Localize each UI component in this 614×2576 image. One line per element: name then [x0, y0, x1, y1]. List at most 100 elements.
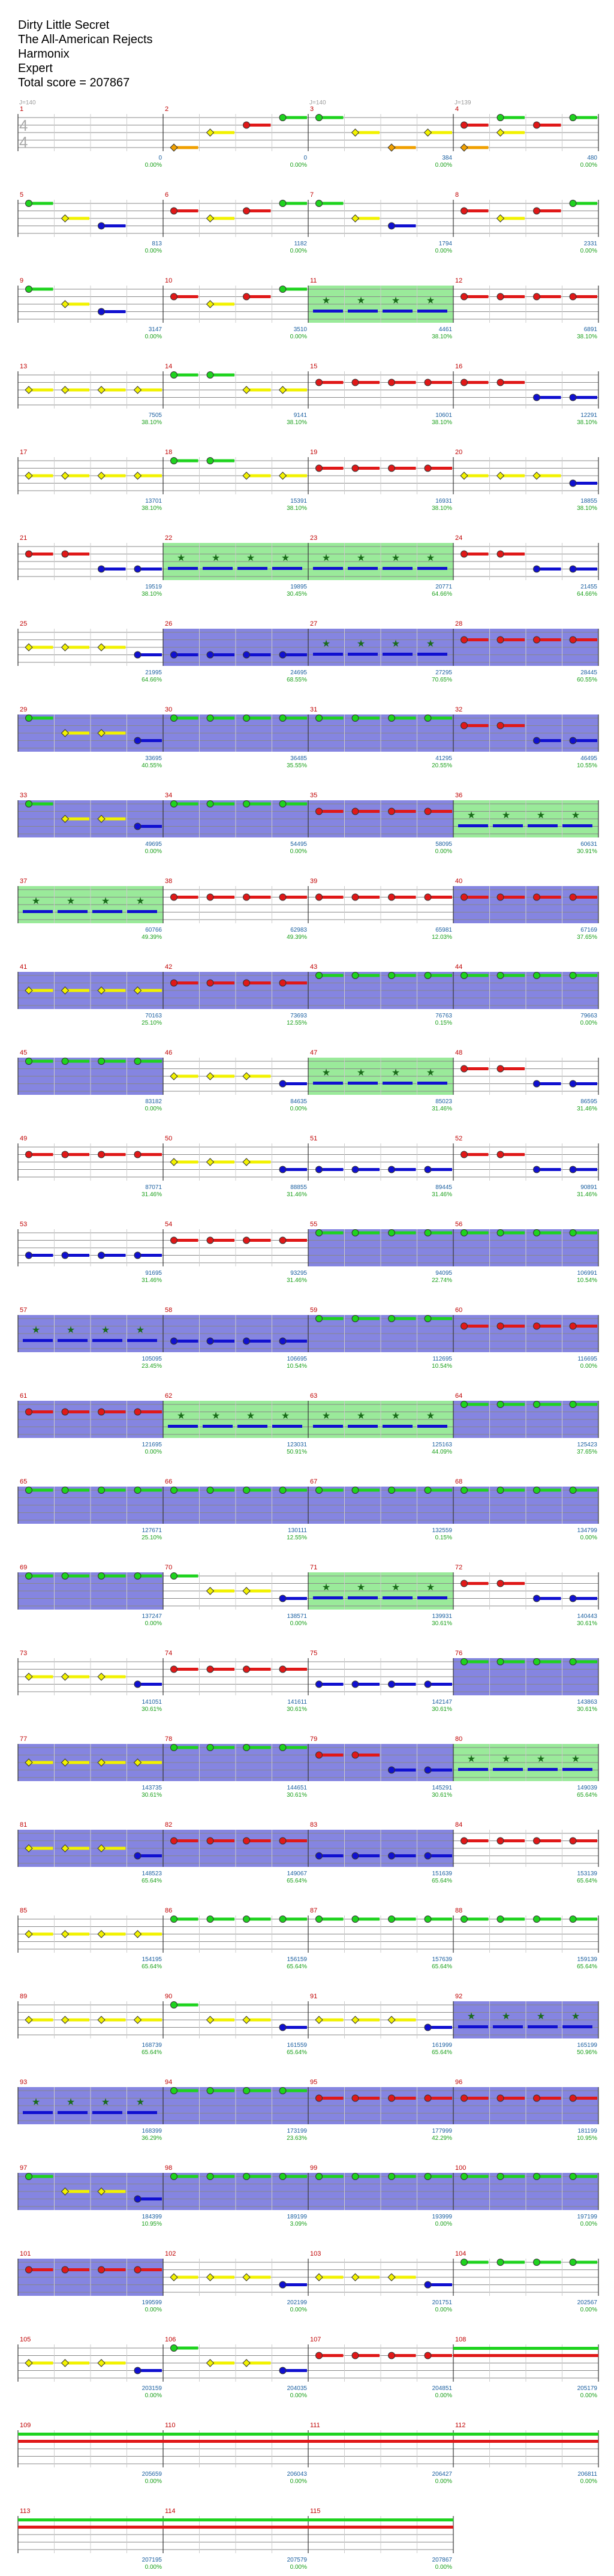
sustain-bar — [500, 131, 525, 134]
sustain-bar — [92, 2111, 122, 2114]
measure-score: 177999 — [432, 2128, 453, 2134]
sustain-bar — [137, 1410, 162, 1413]
note-diamond — [61, 472, 70, 480]
sustain-bar — [174, 716, 198, 720]
measure-score: 201751 — [432, 2299, 453, 2306]
note-gem — [460, 1916, 468, 1923]
measure-score: 33695 — [145, 755, 162, 762]
note-gem — [569, 1658, 577, 1665]
sustain-bar — [537, 638, 561, 641]
sustain-bar — [210, 1917, 234, 1921]
measure-score: 54495 — [290, 841, 307, 848]
sustain-bar — [127, 910, 157, 913]
measure-number: 65 — [20, 1478, 27, 1485]
measure-percent: 23.45% — [142, 1363, 162, 1370]
measure-percent: 70.65% — [432, 677, 452, 683]
measure-number: 95 — [310, 2079, 317, 2086]
star-note: ★ — [392, 553, 400, 563]
measure-number: 11 — [310, 277, 317, 284]
sustain-bar — [29, 1410, 53, 1413]
note-gem — [533, 2094, 540, 2102]
measure-number: 79 — [310, 1736, 317, 1743]
note-gem — [243, 800, 250, 807]
measure-score: 127671 — [142, 1527, 162, 1534]
measure-number: 84 — [455, 1821, 462, 1829]
sustain-bar — [137, 653, 162, 656]
note-gem — [134, 2195, 142, 2203]
sustain-bar — [348, 310, 378, 313]
note-gem — [315, 2094, 323, 2102]
sustain-bar — [137, 1761, 162, 1764]
measure-percent: 30.61% — [577, 1706, 597, 1713]
sustain-bar — [101, 1153, 126, 1156]
sustain-bar — [500, 2260, 525, 2264]
note-gem — [496, 1487, 504, 1494]
measure-number: 97 — [20, 2164, 27, 2172]
measure-number: 14 — [165, 363, 172, 370]
note-gem — [533, 565, 540, 573]
measure-percent: 30.91% — [577, 848, 597, 855]
sustain-bar — [282, 287, 307, 291]
sustain-bar — [282, 1839, 307, 1842]
sustain-bar — [355, 2175, 380, 2178]
measure-percent: 0.00% — [580, 2392, 597, 2399]
sustain-bar — [65, 817, 89, 821]
note-gem — [351, 2173, 359, 2180]
measure-number: 104 — [455, 2250, 466, 2257]
sustain-bar — [18, 2433, 163, 2436]
measure-number: 49 — [20, 1135, 27, 1142]
sustain-bar — [174, 209, 198, 212]
sustain-bar — [137, 1574, 162, 1578]
note-gem — [25, 200, 32, 207]
note-diamond — [97, 1673, 106, 1681]
note-diamond — [170, 143, 178, 152]
note-gem — [533, 207, 540, 215]
sustain-bar — [500, 1582, 525, 1585]
note-gem — [98, 1572, 105, 1580]
note-gem — [315, 1487, 323, 1494]
sustain-bar — [65, 1254, 89, 1257]
sustain-bar — [355, 2018, 380, 2022]
note-gem — [533, 1595, 540, 1602]
sustain-bar — [500, 295, 525, 298]
sustain-bar — [348, 1596, 378, 1599]
sustain-bar — [174, 2003, 198, 2007]
sustain-bar — [392, 146, 416, 149]
measure-score: 19519 — [145, 584, 162, 590]
measure-percent: 0.00% — [290, 1620, 307, 1627]
note-gem — [388, 2173, 395, 2180]
measure-score: 89445 — [435, 1184, 452, 1191]
sustain-bar — [464, 2175, 489, 2178]
sustain-bar — [537, 124, 561, 127]
note-gem — [279, 1166, 287, 1173]
note-gem — [134, 2367, 142, 2374]
note-gem — [279, 1744, 287, 1751]
sustain-bar — [392, 2097, 416, 2100]
sustain-bar — [210, 1340, 234, 1343]
note-gem — [424, 1916, 432, 1923]
sustain-bar — [282, 896, 307, 899]
measure-percent: 31.46% — [577, 1106, 597, 1112]
note-gem — [388, 1166, 395, 1173]
measure-score: 83182 — [145, 1098, 162, 1105]
note-diamond — [61, 729, 70, 737]
sustain-bar — [392, 381, 416, 384]
note-gem — [206, 1837, 214, 1845]
sustain-bar — [319, 202, 344, 205]
sustain-bar — [355, 1917, 380, 1921]
sustain-bar — [428, 1317, 452, 1320]
sustain-bar — [417, 1082, 447, 1085]
sustain-bar — [392, 974, 416, 977]
measure-score: 202567 — [577, 2299, 598, 2306]
sustain-bar — [137, 2268, 162, 2271]
sustain-bar — [537, 209, 561, 212]
measure-number: 94 — [165, 2079, 172, 2086]
measure-score: 125423 — [577, 1442, 598, 1448]
measure-number: 41 — [20, 963, 27, 971]
note-gem — [279, 1236, 287, 1244]
sustain-bar — [246, 388, 271, 392]
measure-score: 161999 — [432, 2042, 453, 2049]
note-diamond — [133, 386, 142, 394]
measure-score: 93295 — [290, 1270, 307, 1277]
note-gem — [569, 2173, 577, 2180]
